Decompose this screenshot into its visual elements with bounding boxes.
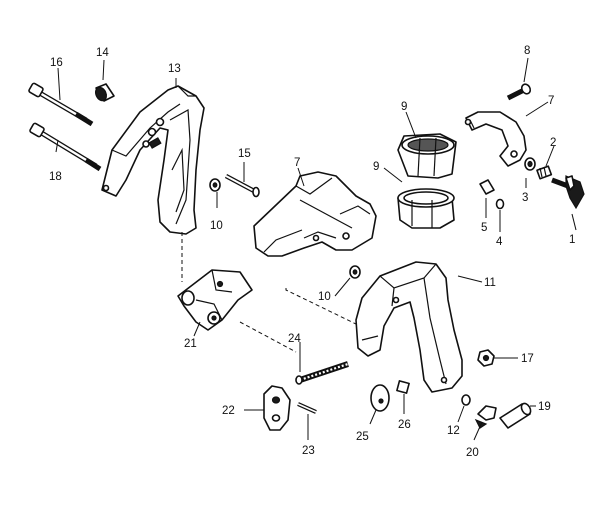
part-13-stern-bracket — [101, 85, 205, 235]
part-9-bushing-upper — [397, 133, 457, 179]
part-4-oring — [495, 198, 505, 210]
part-8-screw — [506, 83, 532, 101]
part-5-block — [479, 179, 495, 195]
part-23-pin — [297, 402, 317, 414]
callout-22: 22 — [222, 405, 235, 417]
callout-2: 2 — [550, 137, 556, 149]
part-20-wingnut — [474, 405, 497, 429]
part-7-clamp-ring — [464, 111, 527, 167]
part-3-washer — [524, 157, 536, 171]
callout-labels: 1 2 3 4 5 7 7 8 9 9 10 10 11 12 13 14 15… — [49, 45, 575, 459]
callout-9-lower: 9 — [373, 161, 379, 173]
callout-16: 16 — [50, 57, 63, 69]
callout-1: 1 — [569, 234, 575, 246]
part-26-nut — [396, 380, 410, 394]
callout-24: 24 — [288, 333, 301, 345]
callout-4: 4 — [496, 236, 503, 248]
part-7-swivel-housing — [253, 171, 377, 257]
callout-8: 8 — [524, 45, 530, 57]
callout-3: 3 — [522, 192, 528, 204]
part-24-threaded-rod — [295, 361, 349, 385]
callout-5: 5 — [481, 222, 487, 234]
part-2-spring — [536, 165, 553, 180]
callout-19: 19 — [538, 401, 551, 413]
callout-11: 11 — [484, 277, 496, 289]
part-16-long-bolt — [28, 82, 94, 127]
part-15-pin — [224, 174, 260, 198]
callout-15: 15 — [238, 148, 251, 160]
part-11-stern-bracket — [355, 261, 463, 393]
part-17-nut — [477, 349, 495, 367]
part-21-tilt-bracket — [177, 269, 253, 331]
callout-14: 14 — [96, 47, 109, 59]
callout-10-upper: 10 — [210, 220, 223, 232]
callout-17: 17 — [521, 353, 534, 365]
part-12-washer — [461, 394, 471, 406]
part-18-long-bolt — [29, 122, 102, 172]
callout-18: 18 — [49, 171, 62, 183]
part-10-washer-lower — [349, 265, 361, 279]
callout-7-clamp: 7 — [548, 95, 554, 107]
leader-lines — [55, 57, 577, 441]
callout-25: 25 — [356, 431, 369, 443]
part-19-cylinder — [499, 402, 532, 429]
part-10-washer-upper — [209, 178, 221, 192]
callout-21: 21 — [184, 338, 197, 350]
callout-23: 23 — [302, 445, 315, 457]
callout-20: 20 — [466, 447, 479, 459]
callout-9-upper: 9 — [401, 101, 407, 113]
callout-13: 13 — [168, 63, 181, 75]
callout-12: 12 — [447, 425, 460, 437]
part-25-washer — [370, 384, 390, 412]
assembly-dashed-lines — [181, 232, 357, 353]
part-9-bushing-lower — [397, 188, 455, 229]
callout-26: 26 — [398, 419, 411, 431]
callout-7-housing: 7 — [294, 157, 300, 169]
callout-10-lower: 10 — [318, 291, 331, 303]
part-14-bushing — [94, 83, 115, 102]
part-1-thumbscrew — [551, 175, 585, 210]
part-22-lock-plate — [263, 385, 291, 431]
